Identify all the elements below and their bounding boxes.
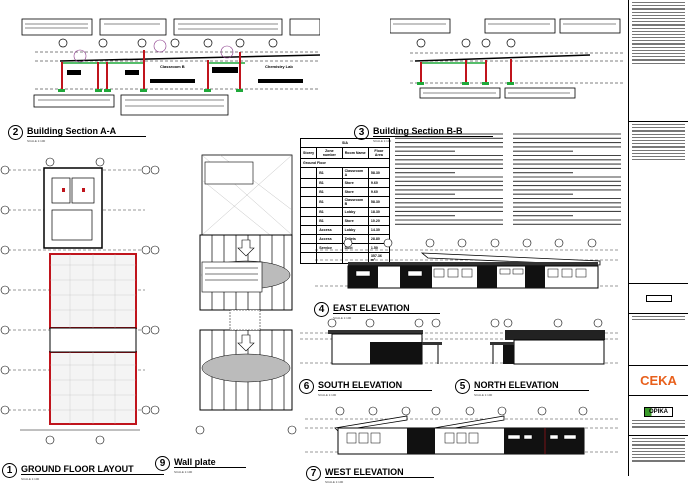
section-bb-drawing xyxy=(390,18,625,99)
ground-floor-plan-drawing xyxy=(0,157,150,445)
view-scale: SCALE 1:100 xyxy=(21,477,40,481)
view-title: EAST ELEVATION xyxy=(333,303,440,314)
view-number: 2 xyxy=(8,124,23,140)
zone-cell: B1 xyxy=(316,178,343,188)
room-name-cell: Classroom B xyxy=(341,196,369,208)
zone-cell: B1 xyxy=(316,216,343,226)
zone-cell: Access xyxy=(316,225,343,235)
column-header: Storey xyxy=(299,147,318,159)
zone-cell: B1 xyxy=(316,207,343,217)
title-block-specs xyxy=(629,124,688,284)
view-title: SOUTH ELEVATION xyxy=(318,380,433,391)
elevations-drawing xyxy=(300,238,620,455)
column-header: Floor Area xyxy=(367,147,391,159)
revision-table xyxy=(629,316,688,366)
west-elevation-title: 7 WEST ELEVATION SCALE 1:100 xyxy=(306,462,434,484)
zone-cell: B1 xyxy=(316,196,343,208)
floor-area-cell: 9.60 xyxy=(367,178,391,188)
floor-area-cell: 9.60 xyxy=(367,187,391,197)
view-scale: SCALE 1:100 xyxy=(27,139,46,143)
south-elevation-title: 6 SOUTH ELEVATION SCALE 1:100 xyxy=(299,375,433,397)
storey-cell xyxy=(299,207,318,217)
room-label: Chemistry Lab xyxy=(265,64,293,69)
room-name-cell: Store xyxy=(341,187,369,197)
floor-area-cell: 18.30 xyxy=(367,207,391,217)
view-scale: SCALE 1:100 xyxy=(174,470,193,474)
view-title: NORTH ELEVATION xyxy=(474,380,589,391)
storey-cell xyxy=(299,225,318,235)
storey-cell xyxy=(299,167,318,179)
column-header: Zone number xyxy=(316,147,343,159)
room-name-cell: Lobby xyxy=(341,225,369,235)
room-name-cell: Store xyxy=(341,178,369,188)
storey-cell xyxy=(299,216,318,226)
view-title: GROUND FLOOR LAYOUT xyxy=(21,464,164,475)
storey-cell xyxy=(299,187,318,197)
section-aa-title: 2 Building Section A-A SCALE 1:100 xyxy=(8,121,147,143)
floor-area-cell: 10.20 xyxy=(367,216,391,226)
east-elevation-title: 4 EAST ELEVATION SCALE 1:100 xyxy=(314,298,440,320)
view-number: 6 xyxy=(299,378,314,394)
view-scale: SCALE 1:100 xyxy=(318,393,337,397)
table-title: SIA xyxy=(300,138,390,148)
opika-logo: OPIKA xyxy=(643,407,673,417)
storey-label: Ground Floor xyxy=(300,158,390,168)
room-name-cell: Classroom A xyxy=(341,167,369,179)
section-aa-drawing xyxy=(21,18,320,116)
view-number: 7 xyxy=(306,465,321,481)
north-elevation-title: 5 NORTH ELEVATION SCALE 1:100 xyxy=(455,375,589,397)
view-scale: SCALE 1:100 xyxy=(333,316,352,320)
stamp-area xyxy=(629,284,688,314)
room-label: Classroom B xyxy=(160,64,185,69)
room-name-cell: Store xyxy=(341,216,369,226)
view-number: 5 xyxy=(455,378,470,394)
floor-area-cell: 14.30 xyxy=(367,225,391,235)
room-name-cell: Lobby xyxy=(341,207,369,217)
client-logo: CEKA xyxy=(629,366,688,396)
title-block: CEKA OPIKA xyxy=(628,0,688,476)
floor-area-cell: 58.30 xyxy=(367,196,391,208)
drawing-info xyxy=(629,438,688,484)
view-title: Building Section B-B xyxy=(373,126,493,137)
zone-cell: B1 xyxy=(316,167,343,179)
ground-floor-title: 1 GROUND FLOOR LAYOUT SCALE 1:100 xyxy=(2,459,164,481)
view-title: Wall plate xyxy=(174,457,246,468)
view-scale: SCALE 1:100 xyxy=(474,393,493,397)
view-scale: SCALE 1:100 xyxy=(325,480,344,484)
consultant-logo: OPIKA xyxy=(629,396,688,436)
column-header: Room Name xyxy=(341,147,369,159)
storey-cell xyxy=(299,196,318,208)
view-number: 1 xyxy=(2,462,17,478)
view-title: Building Section A-A xyxy=(27,126,147,137)
wall-plate-drawing xyxy=(150,154,297,435)
general-notes-text xyxy=(395,133,621,225)
zone-cell: B1 xyxy=(316,187,343,197)
title-block-notes xyxy=(629,2,688,122)
view-number: 9 xyxy=(155,455,170,471)
ceka-logo: CEKA xyxy=(640,373,677,388)
view-title: WEST ELEVATION xyxy=(325,467,434,478)
storey-cell xyxy=(299,178,318,188)
view-number: 4 xyxy=(314,301,329,317)
floor-area-cell: 58.30 xyxy=(367,167,391,179)
